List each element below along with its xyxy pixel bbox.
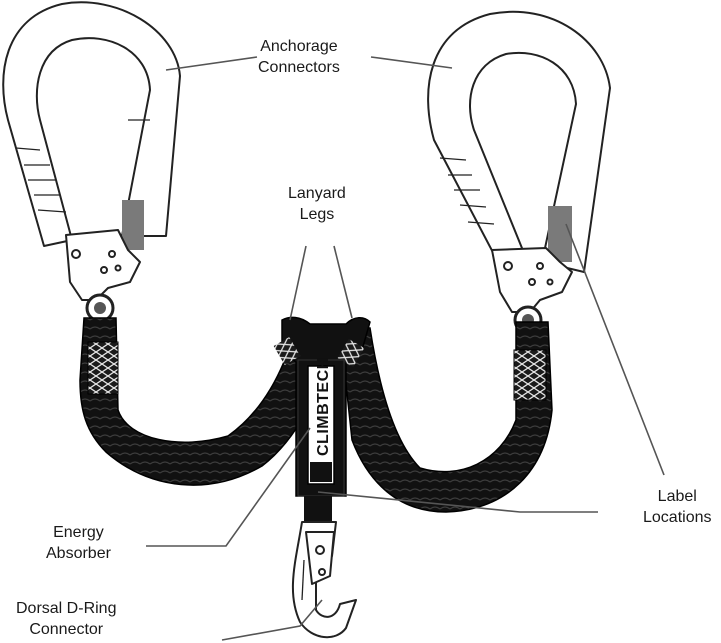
leader-lanyard-left bbox=[290, 246, 306, 320]
leader-lanyard-right bbox=[334, 246, 352, 318]
leader-label-upper bbox=[566, 224, 664, 475]
callout-dorsal-connector: Dorsal D-Ring Connector bbox=[16, 598, 116, 640]
right-leg-stitch-pack bbox=[514, 350, 546, 400]
callout-label-line1: Label bbox=[643, 486, 712, 507]
callout-anchorage-connectors: Anchorage Connectors bbox=[258, 36, 340, 78]
callout-energy-line1: Energy bbox=[46, 522, 111, 543]
leader-anchorage-left bbox=[166, 57, 257, 70]
left-leg-stitch-pack bbox=[88, 342, 118, 394]
callout-lanyard-line1: Lanyard bbox=[288, 183, 346, 204]
left-anchorage-connector bbox=[3, 2, 180, 321]
right-anchorage-connector bbox=[428, 12, 610, 333]
dorsal-snap-hook bbox=[293, 522, 356, 637]
callout-anchorage-line2: Connectors bbox=[258, 57, 340, 78]
callout-label-line2: Locations bbox=[643, 507, 712, 528]
callout-lanyard-line2: Legs bbox=[288, 204, 346, 225]
callout-lanyard-legs: Lanyard Legs bbox=[288, 183, 346, 225]
callout-dorsal-line2: Connector bbox=[16, 619, 116, 640]
callout-energy-line2: Absorber bbox=[46, 543, 111, 564]
absorber-brand-text: CLIMBTECH bbox=[315, 357, 332, 456]
callout-energy-absorber: Energy Absorber bbox=[46, 522, 111, 564]
callout-anchorage-line1: Anchorage bbox=[258, 36, 340, 57]
right-lanyard-leg bbox=[340, 322, 552, 512]
callout-dorsal-line1: Dorsal D-Ring bbox=[16, 598, 116, 619]
callout-label-locations: Label Locations bbox=[643, 486, 712, 528]
